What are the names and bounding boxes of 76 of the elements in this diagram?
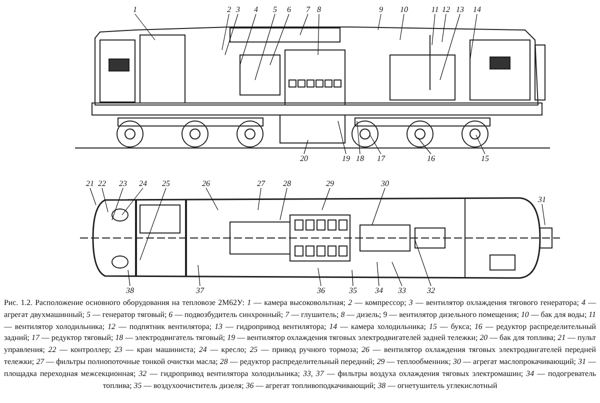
leader-line: [224, 14, 238, 56]
leader-line: [318, 14, 320, 56]
leader-line: [322, 188, 330, 210]
callout-number: 38: [125, 286, 135, 295]
leader-line: [318, 268, 322, 286]
leader-line: [134, 14, 156, 40]
leader-line: [304, 140, 308, 154]
leader-line: [338, 120, 346, 154]
leader-line: [102, 188, 108, 212]
leader-line: [372, 188, 386, 226]
leader-line: [254, 14, 276, 80]
leader-line: [392, 262, 402, 286]
callout-number: 13: [455, 5, 465, 14]
leader-line: [476, 134, 486, 154]
leader-line: [418, 138, 432, 154]
callout-number: 24: [138, 179, 148, 188]
callout-number: 14: [472, 5, 482, 14]
leader-line: [128, 270, 130, 286]
callout-number: 6: [286, 5, 292, 14]
leader-line: [198, 264, 200, 286]
callout-number: 19: [341, 154, 351, 163]
leader-line: [206, 188, 218, 210]
leader-line: [370, 134, 382, 154]
leader-line: [440, 14, 460, 80]
callout-number: 28: [282, 179, 292, 188]
callout-number: 4: [253, 5, 259, 14]
leader-line: [280, 188, 288, 220]
callout-number: 23: [118, 179, 128, 188]
callout-number: 25: [161, 179, 171, 188]
callout-number: 8: [316, 5, 322, 14]
callout-number: 21: [85, 179, 95, 188]
callout-number: 12: [441, 5, 451, 14]
callout-number: 37: [195, 286, 205, 295]
callout-number: 18: [355, 154, 365, 163]
leader-line: [90, 188, 96, 206]
callout-number: 7: [305, 5, 311, 14]
callout-number: 31: [537, 195, 547, 204]
leader-line: [352, 270, 354, 286]
callout-number: 22: [97, 179, 107, 188]
leader-line: [270, 14, 290, 66]
callout-number: 17: [376, 154, 386, 163]
leader-line: [400, 14, 404, 40]
callout-number: 20: [299, 154, 309, 163]
callout-number: 34: [374, 286, 384, 295]
callout-number: 3: [235, 5, 241, 14]
leader-line: [442, 14, 446, 42]
callout-number: 1: [132, 5, 138, 14]
leader-line: [258, 188, 262, 210]
callout-number: 33: [397, 286, 407, 295]
leader-line: [112, 188, 124, 220]
callout-number: 10: [399, 5, 409, 14]
callout-number: 36: [316, 286, 326, 295]
callout-number: 11: [430, 5, 440, 14]
callout-number: 9: [378, 5, 384, 14]
leader-line: [542, 204, 546, 226]
callout-number: 5: [272, 5, 278, 14]
callout-number: 32: [426, 286, 436, 295]
callout-number: 29: [325, 179, 335, 188]
callout-number: 27: [256, 179, 266, 188]
leader-line: [470, 14, 478, 60]
leader-line: [414, 240, 432, 286]
leader-line: [356, 120, 360, 154]
callout-number: 2: [226, 5, 232, 14]
leader-line: [378, 14, 382, 30]
callout-number: 35: [348, 286, 358, 295]
leader-line: [222, 14, 230, 50]
leader-line: [432, 14, 436, 46]
leader-line: [300, 14, 308, 36]
callout-number: 26: [201, 179, 211, 188]
leader-line: [376, 262, 380, 286]
callout-number: 16: [426, 154, 436, 163]
leader-line: [140, 188, 166, 260]
callout-number: 15: [480, 154, 490, 163]
leader-line: [122, 188, 144, 216]
leader-line: [240, 14, 256, 66]
callout-number: 30: [380, 179, 390, 188]
